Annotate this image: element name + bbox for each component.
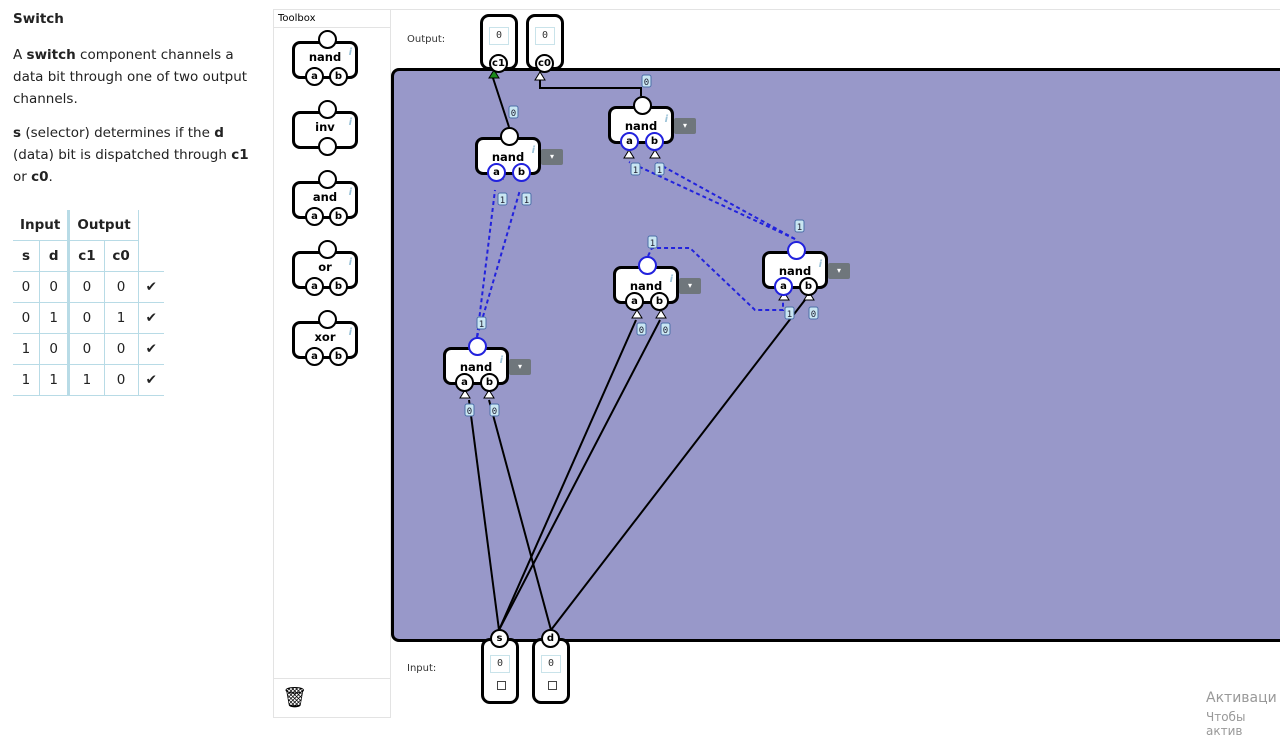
output-pin-c0[interactable]: c0 [535,54,554,73]
output-pin [318,310,337,329]
output-pin[interactable] [787,241,806,260]
gate-menu-dropdown[interactable]: ▾ [509,359,531,375]
input-label: Input: [407,663,437,674]
pin-a: a [305,347,324,366]
gate-menu-dropdown[interactable]: ▾ [828,263,850,279]
input-toggle-checkbox[interactable] [497,681,506,690]
gate-menu-dropdown[interactable]: ▾ [679,278,701,294]
activation-watermark-sub: Чтобы актив [1206,710,1246,738]
output-value: 0 [535,27,555,45]
description: A switch component channels a data bit t… [13,47,248,107]
input-pin-a[interactable]: a [455,373,474,392]
trash-icon[interactable]: 🗑 [282,685,308,709]
input-value: 0 [490,655,510,673]
gate-menu-dropdown[interactable]: ▾ [674,118,696,134]
input-pin-a[interactable]: a [487,163,506,182]
pin-b: b [329,207,348,226]
input-pin-b[interactable]: b [799,277,818,296]
circuit-canvas[interactable] [390,9,1280,717]
info-icon[interactable]: i [499,355,503,366]
pin-b: b [329,277,348,296]
pin-b: b [329,67,348,86]
input-pin-s[interactable]: s [490,629,509,648]
info-icon[interactable]: i [348,257,352,268]
input-s[interactable]: 0 [481,638,519,704]
pin-a: a [305,67,324,86]
output-value: 0 [489,27,509,45]
output-label: Output: [407,34,446,45]
output-pin[interactable] [638,256,657,275]
input-pin-b[interactable]: b [645,132,664,151]
info-icon[interactable]: i [348,117,352,128]
instructions-panel: Switch A switch component channels a dat… [0,0,268,726]
output-c0: 0 [526,14,564,70]
gate-menu-dropdown[interactable]: ▾ [541,149,563,165]
page-title: Switch [13,11,64,27]
output-pin [318,170,337,189]
description-selector: s (selector) determines if the d (data) … [13,125,249,185]
output-pin-c1[interactable]: c1 [489,54,508,73]
input-toggle-checkbox[interactable] [548,681,557,690]
activation-watermark: Активаци [1206,690,1277,706]
info-icon[interactable]: i [348,47,352,58]
output-pin [318,100,337,119]
pin-a: a [305,207,324,226]
output-pin[interactable] [468,337,487,356]
info-icon[interactable]: i [818,259,822,270]
info-icon[interactable]: i [348,187,352,198]
pin-b: b [329,347,348,366]
output-pin [318,30,337,49]
info-icon[interactable]: i [664,114,668,125]
header-input: Input [13,210,69,241]
info-icon[interactable]: i [531,145,535,156]
output-pin[interactable] [500,127,519,146]
input-pin-d[interactable]: d [541,629,560,648]
input-pin-a[interactable]: a [625,292,644,311]
info-icon[interactable]: i [348,327,352,338]
input-pin-a[interactable]: a [774,277,793,296]
info-icon[interactable]: i [669,274,673,285]
input-pin-b[interactable]: b [512,163,531,182]
output-pin [318,240,337,259]
output-pin[interactable] [633,96,652,115]
header-output: Output [67,210,139,241]
input-pin-b[interactable]: b [650,292,669,311]
pin-a: a [305,277,324,296]
input-pin [318,137,337,156]
toolbox-label: Toolbox [274,10,390,28]
input-pin-b[interactable]: b [480,373,499,392]
input-value: 0 [541,655,561,673]
input-pin-a[interactable]: a [620,132,639,151]
